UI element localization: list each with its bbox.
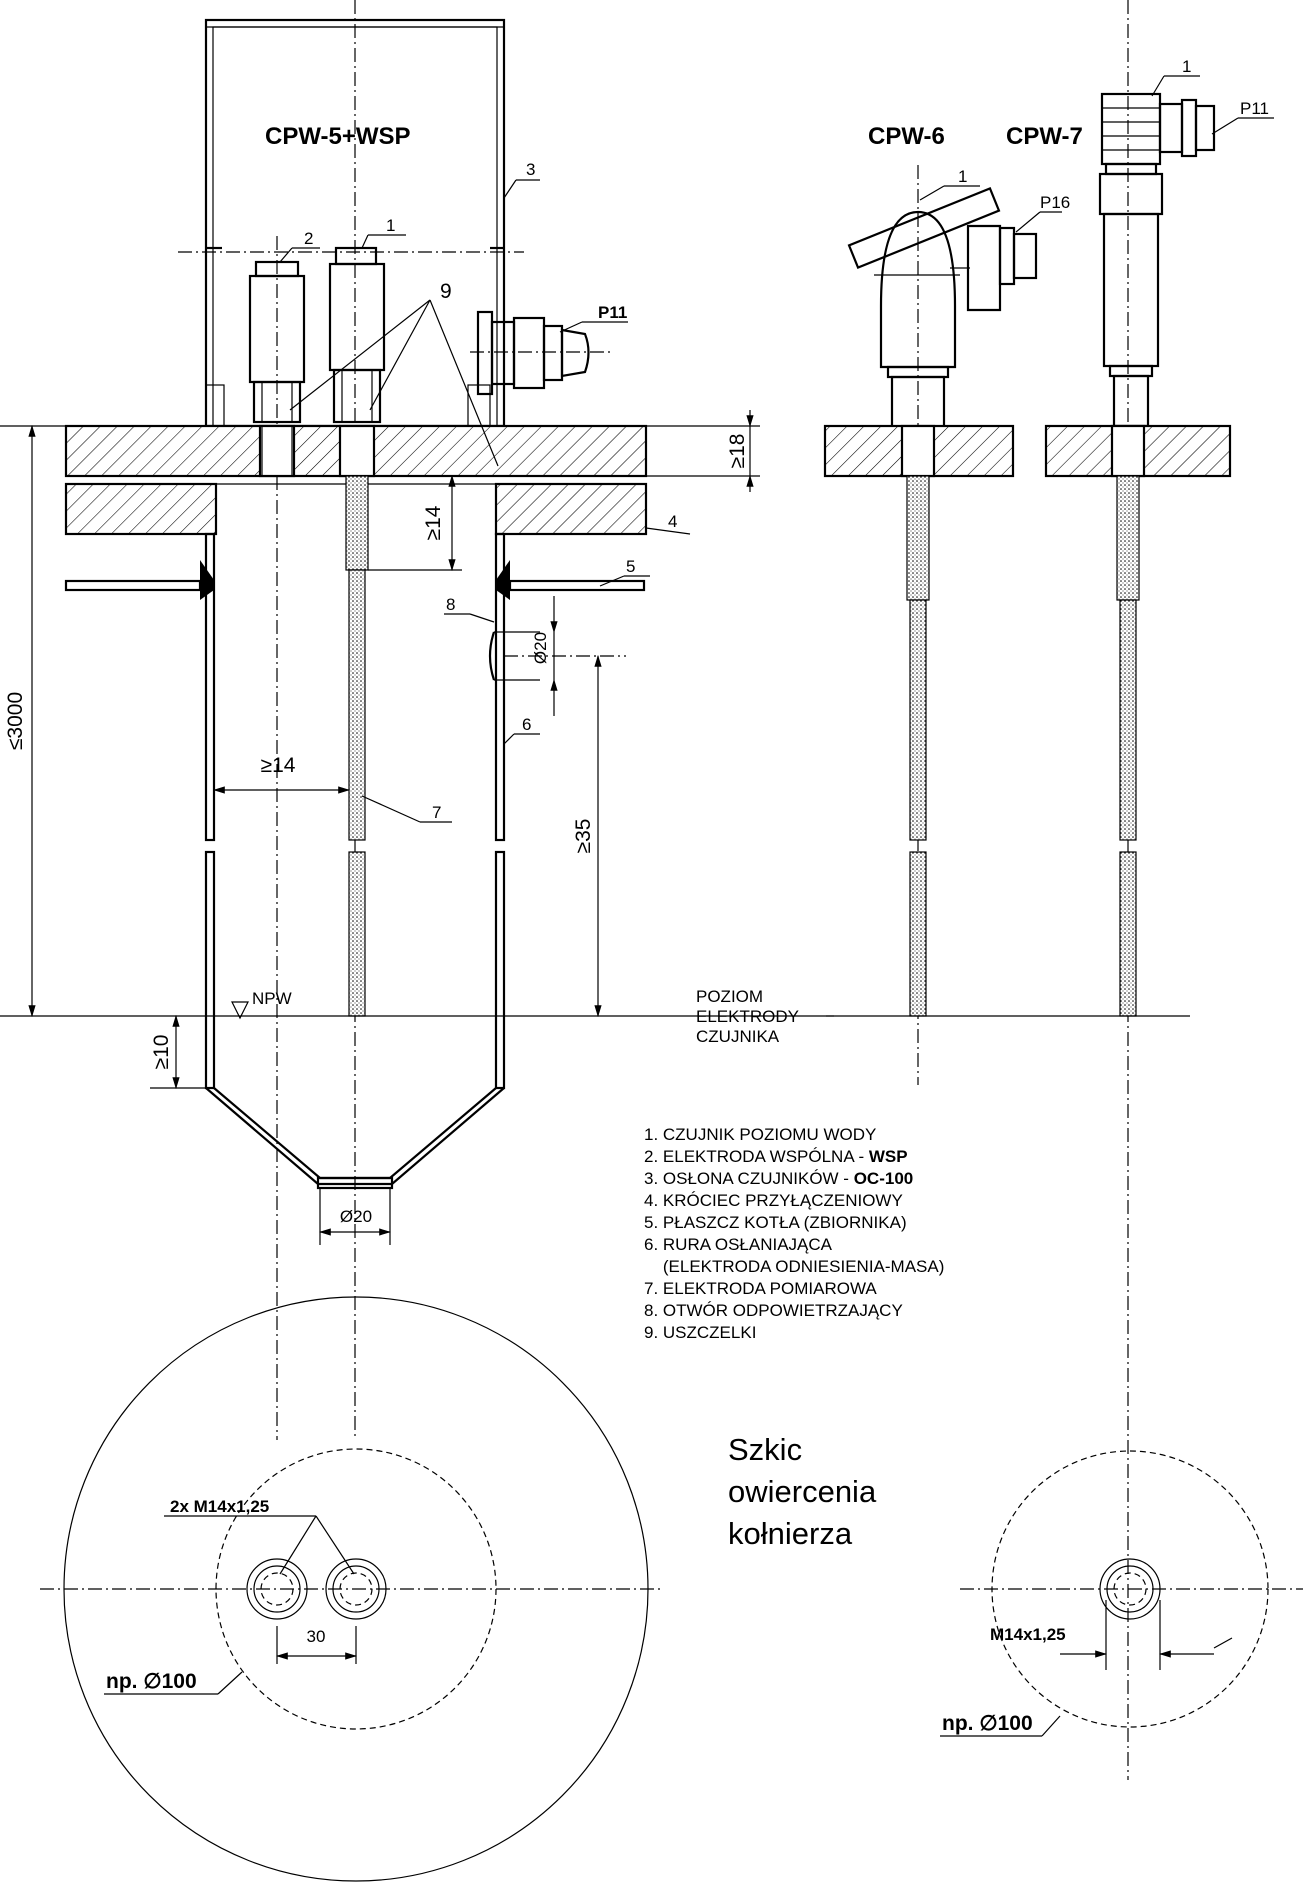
dimension-labels: ≥18 ≥14 Ø20 ≤3000 ≥14 ≥35 ≥10 Ø20 30 <box>4 434 749 1646</box>
cpw6-cover <box>847 186 1001 270</box>
flange-sketch-right <box>940 1450 1303 1737</box>
legend-item-3: 3. OSŁONA CZUJNIKÓW - OC-100 <box>644 1169 913 1188</box>
flange-labels: 2x M14x1,25 np. ∅100 M14x1,25 np. ∅100 <box>106 1497 1066 1735</box>
dim-ge14-horizontal: ≥14 <box>261 754 296 777</box>
level-labels: NPW POZIOM ELEKTRODY CZUJNIKA <box>252 987 799 1046</box>
gland-label-main: P11 <box>598 303 627 322</box>
level-label-line2: ELEKTRODY <box>696 1007 799 1026</box>
callout-4: 4 <box>668 512 677 531</box>
legend-item-8: 8. OTWÓR ODPOWIETRZAJĄCY <box>644 1301 903 1320</box>
callout-cpw6-1: 1 <box>958 167 967 186</box>
boiler-shell-left <box>64 579 202 592</box>
title-cpw7: CPW-7 <box>1006 123 1083 150</box>
sketch-caption-line3: kołnierza <box>728 1516 853 1551</box>
legend-item-2: 2. ELEKTRODA WSPÓLNA - WSP <box>644 1147 908 1166</box>
boiler-shell-right <box>508 579 646 592</box>
level-label-line3: CZUJNIKA <box>696 1027 780 1046</box>
dim-ge14-vertical: ≥14 <box>422 505 445 540</box>
legend-item-6: 6. RURA OSŁANIAJĄCA <box>644 1235 833 1254</box>
legend: 1. CZUJNIK POZIOMU WODY 2. ELEKTRODA WSP… <box>644 1125 944 1342</box>
gland-label-cpw7: P11 <box>1240 99 1269 118</box>
level-sensor-1 <box>328 246 386 424</box>
callout-1: 1 <box>386 216 395 235</box>
connection-flange-right <box>494 482 648 536</box>
connection-flange-left <box>64 482 218 536</box>
sketch-caption: Szkic owiercenia kołnierza <box>728 1432 877 1551</box>
thread-label-left: 2x M14x1,25 <box>170 1497 269 1516</box>
dimensions <box>0 410 760 1245</box>
callout-2: 2 <box>304 229 313 248</box>
callout-7: 7 <box>432 803 441 822</box>
legend-item-7: 7. ELEKTRODA POMIAROWA <box>644 1279 877 1298</box>
title-cpw6: CPW-6 <box>868 123 945 150</box>
callout-cpw7-1: 1 <box>1182 57 1191 76</box>
dim-ge35: ≥35 <box>572 819 595 854</box>
leader-lines <box>279 75 1274 1017</box>
dim-le3000: ≤3000 <box>4 692 27 750</box>
sketch-caption-line2: owiercenia <box>728 1474 877 1509</box>
gland-labels: P11 P16 P11 <box>598 99 1269 322</box>
callout-8: 8 <box>446 595 455 614</box>
callout-6: 6 <box>522 715 531 734</box>
legend-item-9: 9. USZCZELKI <box>644 1323 756 1342</box>
dim-phi20-bottom: Ø20 <box>340 1207 372 1226</box>
level-label-line1: POZIOM <box>696 987 763 1006</box>
titles: CPW-5+WSP CPW-6 CPW-7 <box>265 123 1083 150</box>
callout-5: 5 <box>626 557 635 576</box>
dim-ge18: ≥18 <box>726 434 749 469</box>
legend-item-6b: (ELEKTRODA ODNIESIENIA-MASA) <box>644 1257 944 1276</box>
pcd-label-left: np. ∅100 <box>106 1670 197 1693</box>
main-assembly <box>64 0 648 1440</box>
cable-gland-p11 <box>470 310 612 396</box>
legend-item-1: 1. CZUJNIK POZIOMU WODY <box>644 1125 876 1144</box>
cpw7-assembly <box>1044 0 1232 1780</box>
measuring-electrode <box>348 569 366 841</box>
sketch-caption-line1: Szkic <box>728 1432 802 1467</box>
legend-item-5: 5. PŁASZCZ KOTŁA (ZBIORNIKA) <box>644 1213 907 1232</box>
npw-label: NPW <box>252 989 292 1008</box>
dim-ge10: ≥10 <box>150 1035 173 1070</box>
title-main: CPW-5+WSP <box>265 123 411 150</box>
callout-3: 3 <box>526 160 535 179</box>
dim-phi20-vent: Ø20 <box>531 632 550 664</box>
thread-label-right: M14x1,25 <box>990 1625 1066 1644</box>
callout-9: 9 <box>440 280 452 303</box>
cpw6-assembly <box>823 165 1038 1085</box>
flange-sketch-left <box>40 1296 660 1882</box>
gland-label-cpw6: P16 <box>1040 193 1070 212</box>
callouts: 1 2 3 4 5 8 6 7 9 1 1 <box>304 57 1191 822</box>
measuring-electrode-upper <box>345 475 369 571</box>
legend-item-4: 4. KRÓCIEC PRZYŁĄCZENIOWY <box>644 1191 903 1210</box>
protective-pipe <box>204 532 506 1190</box>
dim-pitch30: 30 <box>307 1627 326 1646</box>
pcd-label-right: np. ∅100 <box>942 1712 1033 1735</box>
